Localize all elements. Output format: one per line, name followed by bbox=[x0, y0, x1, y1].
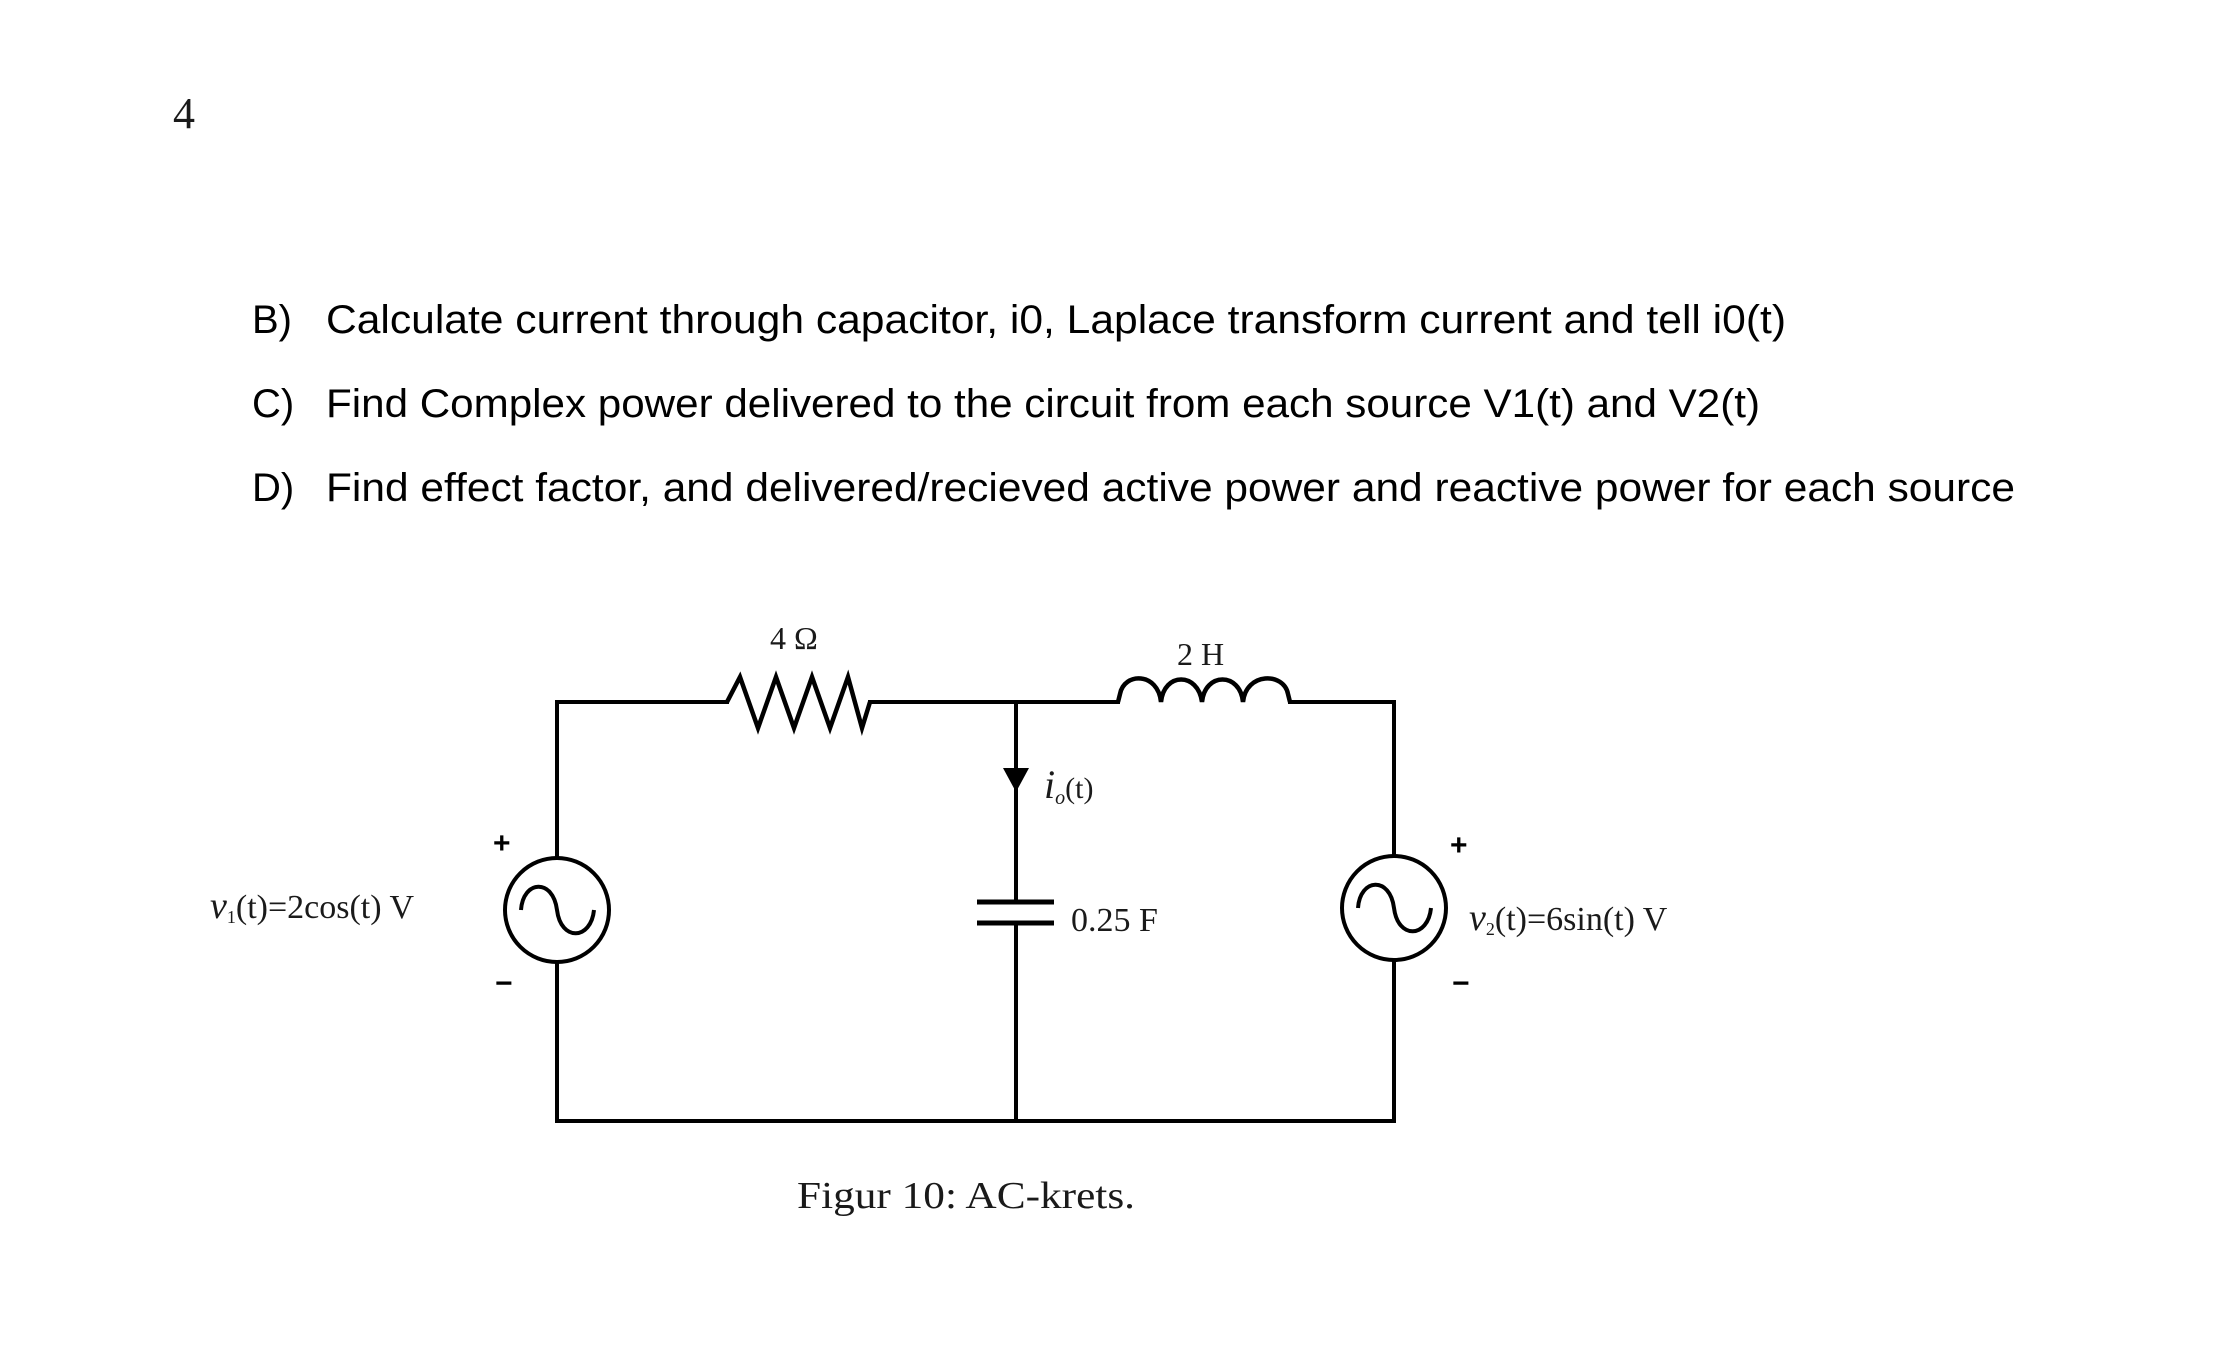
minus-sign: − bbox=[495, 967, 513, 1000]
question-text: Find Complex power delivered to the circ… bbox=[326, 382, 1760, 426]
resistor: 4 Ω bbox=[725, 620, 873, 737]
capacitor: 0.25 F bbox=[977, 899, 1158, 939]
question-label: C) bbox=[252, 382, 294, 426]
resistor-label: 4 Ω bbox=[770, 620, 818, 656]
circuit-diagram: 4 Ω 2 H io(t) 0.25 F + − v1(t)=2cos(t) V bbox=[210, 620, 1668, 1123]
source-left: + − v1(t)=2cos(t) V bbox=[210, 827, 611, 1000]
source-right-symbol: v bbox=[1469, 897, 1486, 939]
inductor: 2 H bbox=[1115, 636, 1293, 703]
plus-sign: + bbox=[1450, 829, 1468, 862]
current-label: io(t) bbox=[1044, 762, 1093, 809]
arrow-down-icon bbox=[1003, 768, 1029, 792]
wire-top-left bbox=[555, 700, 729, 860]
current-symbol: i bbox=[1044, 762, 1055, 807]
ac-source-icon bbox=[1340, 854, 1448, 962]
source-right-subscript: 2 bbox=[1486, 919, 1495, 939]
question-c: C) Find Complex power delivered to the c… bbox=[252, 382, 1760, 426]
question-text: Calculate current through capacitor, i0,… bbox=[326, 298, 1786, 342]
question-d: D) Find effect factor, and delivered/rec… bbox=[252, 466, 2015, 510]
source-right: + − v2(t)=6sin(t) V bbox=[1340, 829, 1668, 1000]
source-right-label: v2(t)=6sin(t) V bbox=[1469, 897, 1668, 939]
question-list: B) Calculate current through capacitor, … bbox=[252, 298, 2015, 510]
question-text: Find effect factor, and delivered/reciev… bbox=[326, 466, 2015, 510]
inductor-icon bbox=[1115, 676, 1293, 703]
source-left-expression: (t)=2cos(t) V bbox=[236, 889, 415, 926]
wires bbox=[555, 700, 1396, 1123]
inductor-label: 2 H bbox=[1177, 636, 1224, 672]
question-label: B) bbox=[252, 298, 292, 342]
ac-source-icon bbox=[503, 856, 611, 964]
plus-sign: + bbox=[493, 827, 511, 860]
source-left-symbol: v bbox=[210, 885, 227, 927]
source-left-subscript: 1 bbox=[227, 907, 236, 927]
resistor-icon bbox=[725, 669, 873, 737]
wire-bottom bbox=[555, 958, 1396, 1123]
source-right-expression: (t)=6sin(t) V bbox=[1495, 901, 1668, 938]
capacitor-label: 0.25 F bbox=[1071, 902, 1158, 939]
current-suffix: (t) bbox=[1065, 772, 1093, 805]
question-label: D) bbox=[252, 466, 294, 510]
question-b: B) Calculate current through capacitor, … bbox=[252, 298, 1786, 342]
figure-caption: Figur 10: AC-krets. bbox=[797, 1175, 1135, 1217]
wire-top-right bbox=[1288, 700, 1396, 858]
current-indicator: io(t) bbox=[1003, 762, 1093, 809]
source-left-label: v1(t)=2cos(t) V bbox=[210, 885, 414, 927]
minus-sign: − bbox=[1452, 967, 1470, 1000]
current-subscript: o bbox=[1055, 787, 1065, 809]
page-number: 4 bbox=[173, 89, 195, 138]
